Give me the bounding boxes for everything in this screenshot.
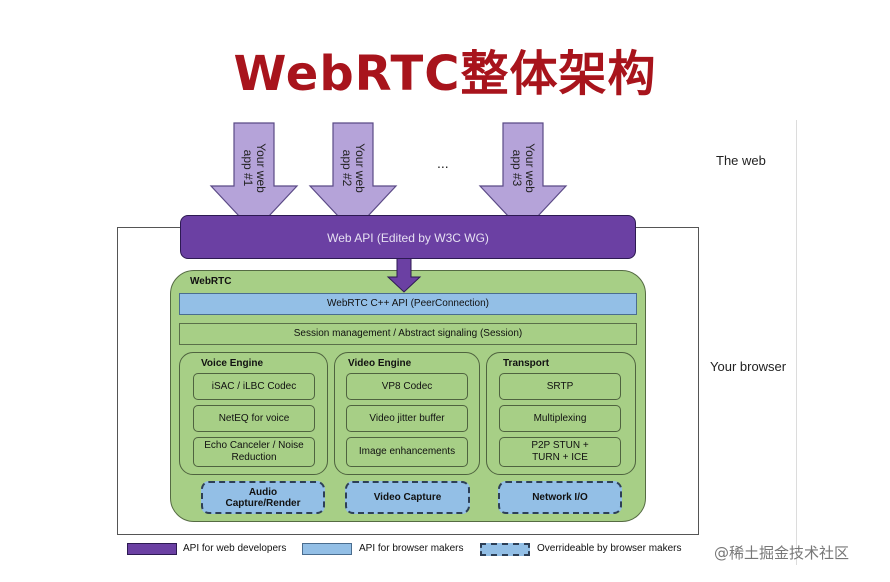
video-capture-box: Video Capture: [345, 481, 470, 514]
voice-codec-box: iSAC / iLBC Codec: [193, 373, 315, 400]
app-label-2-line2: app #2: [340, 149, 354, 187]
multiplexing-box: Multiplexing: [499, 405, 621, 432]
app-arrow-2: [308, 122, 398, 233]
session-bar: Session management / Abstract signaling …: [179, 323, 637, 345]
app-arrow-1: [209, 122, 299, 233]
cpp-api-bar: WebRTC C++ API (PeerConnection): [179, 293, 637, 315]
more-apps-ellipsis: ...: [437, 155, 449, 171]
vp8-codec-box: VP8 Codec: [346, 373, 468, 400]
transport-title: Transport: [503, 358, 550, 369]
echo-canceler-box: Echo Canceler / Noise Reduction: [193, 437, 315, 467]
video-engine-title: Video Engine: [348, 358, 412, 369]
video-jitter-buffer-box: Video jitter buffer: [346, 405, 468, 432]
watermark: @稀土掘金技术社区: [714, 544, 850, 562]
app-label-3-line1: Your web: [523, 143, 537, 193]
audio-capture-box: Audio Capture/Render: [201, 481, 325, 514]
web-api-bar: Web API (Edited by W3C WG): [180, 215, 636, 259]
legend-label-browser-api: API for browser makers: [359, 543, 464, 554]
neteq-box: NetEQ for voice: [193, 405, 315, 432]
app-label-2-line1: Your web: [353, 143, 367, 193]
legend-label-overrideable: Overrideable by browser makers: [537, 543, 682, 554]
network-io-box: Network I/O: [498, 481, 622, 514]
app-label-2: Your web app #2: [340, 143, 367, 193]
legend-swatch-web-dev: [127, 543, 177, 555]
srtp-box: SRTP: [499, 373, 621, 400]
app-label-1-line1: Your web: [254, 143, 268, 193]
webrtc-label: WebRTC: [190, 276, 232, 287]
image-enhancements-box: Image enhancements: [346, 437, 468, 467]
app-label-1-line2: app #1: [241, 149, 255, 187]
your-browser-label: Your browser: [710, 359, 787, 374]
legend-label-web-dev: API for web developers: [183, 543, 287, 554]
app-label-1: Your web app #1: [241, 143, 268, 193]
app-label-3-line2: app #3: [510, 149, 524, 187]
legend-swatch-browser-api: [302, 543, 352, 555]
webapi-to-webrtc-arrow: [386, 256, 422, 293]
app-label-3: Your web app #3: [510, 143, 537, 193]
voice-engine-title: Voice Engine: [201, 358, 264, 369]
the-web-label: The web: [716, 153, 766, 168]
app-arrow-3: [478, 122, 568, 233]
frame-divider: [796, 120, 797, 565]
p2p-box: P2P STUN + TURN + ICE: [499, 437, 621, 467]
page-title: WebRTC整体架构: [233, 46, 657, 102]
legend-swatch-overrideable: [480, 543, 530, 556]
